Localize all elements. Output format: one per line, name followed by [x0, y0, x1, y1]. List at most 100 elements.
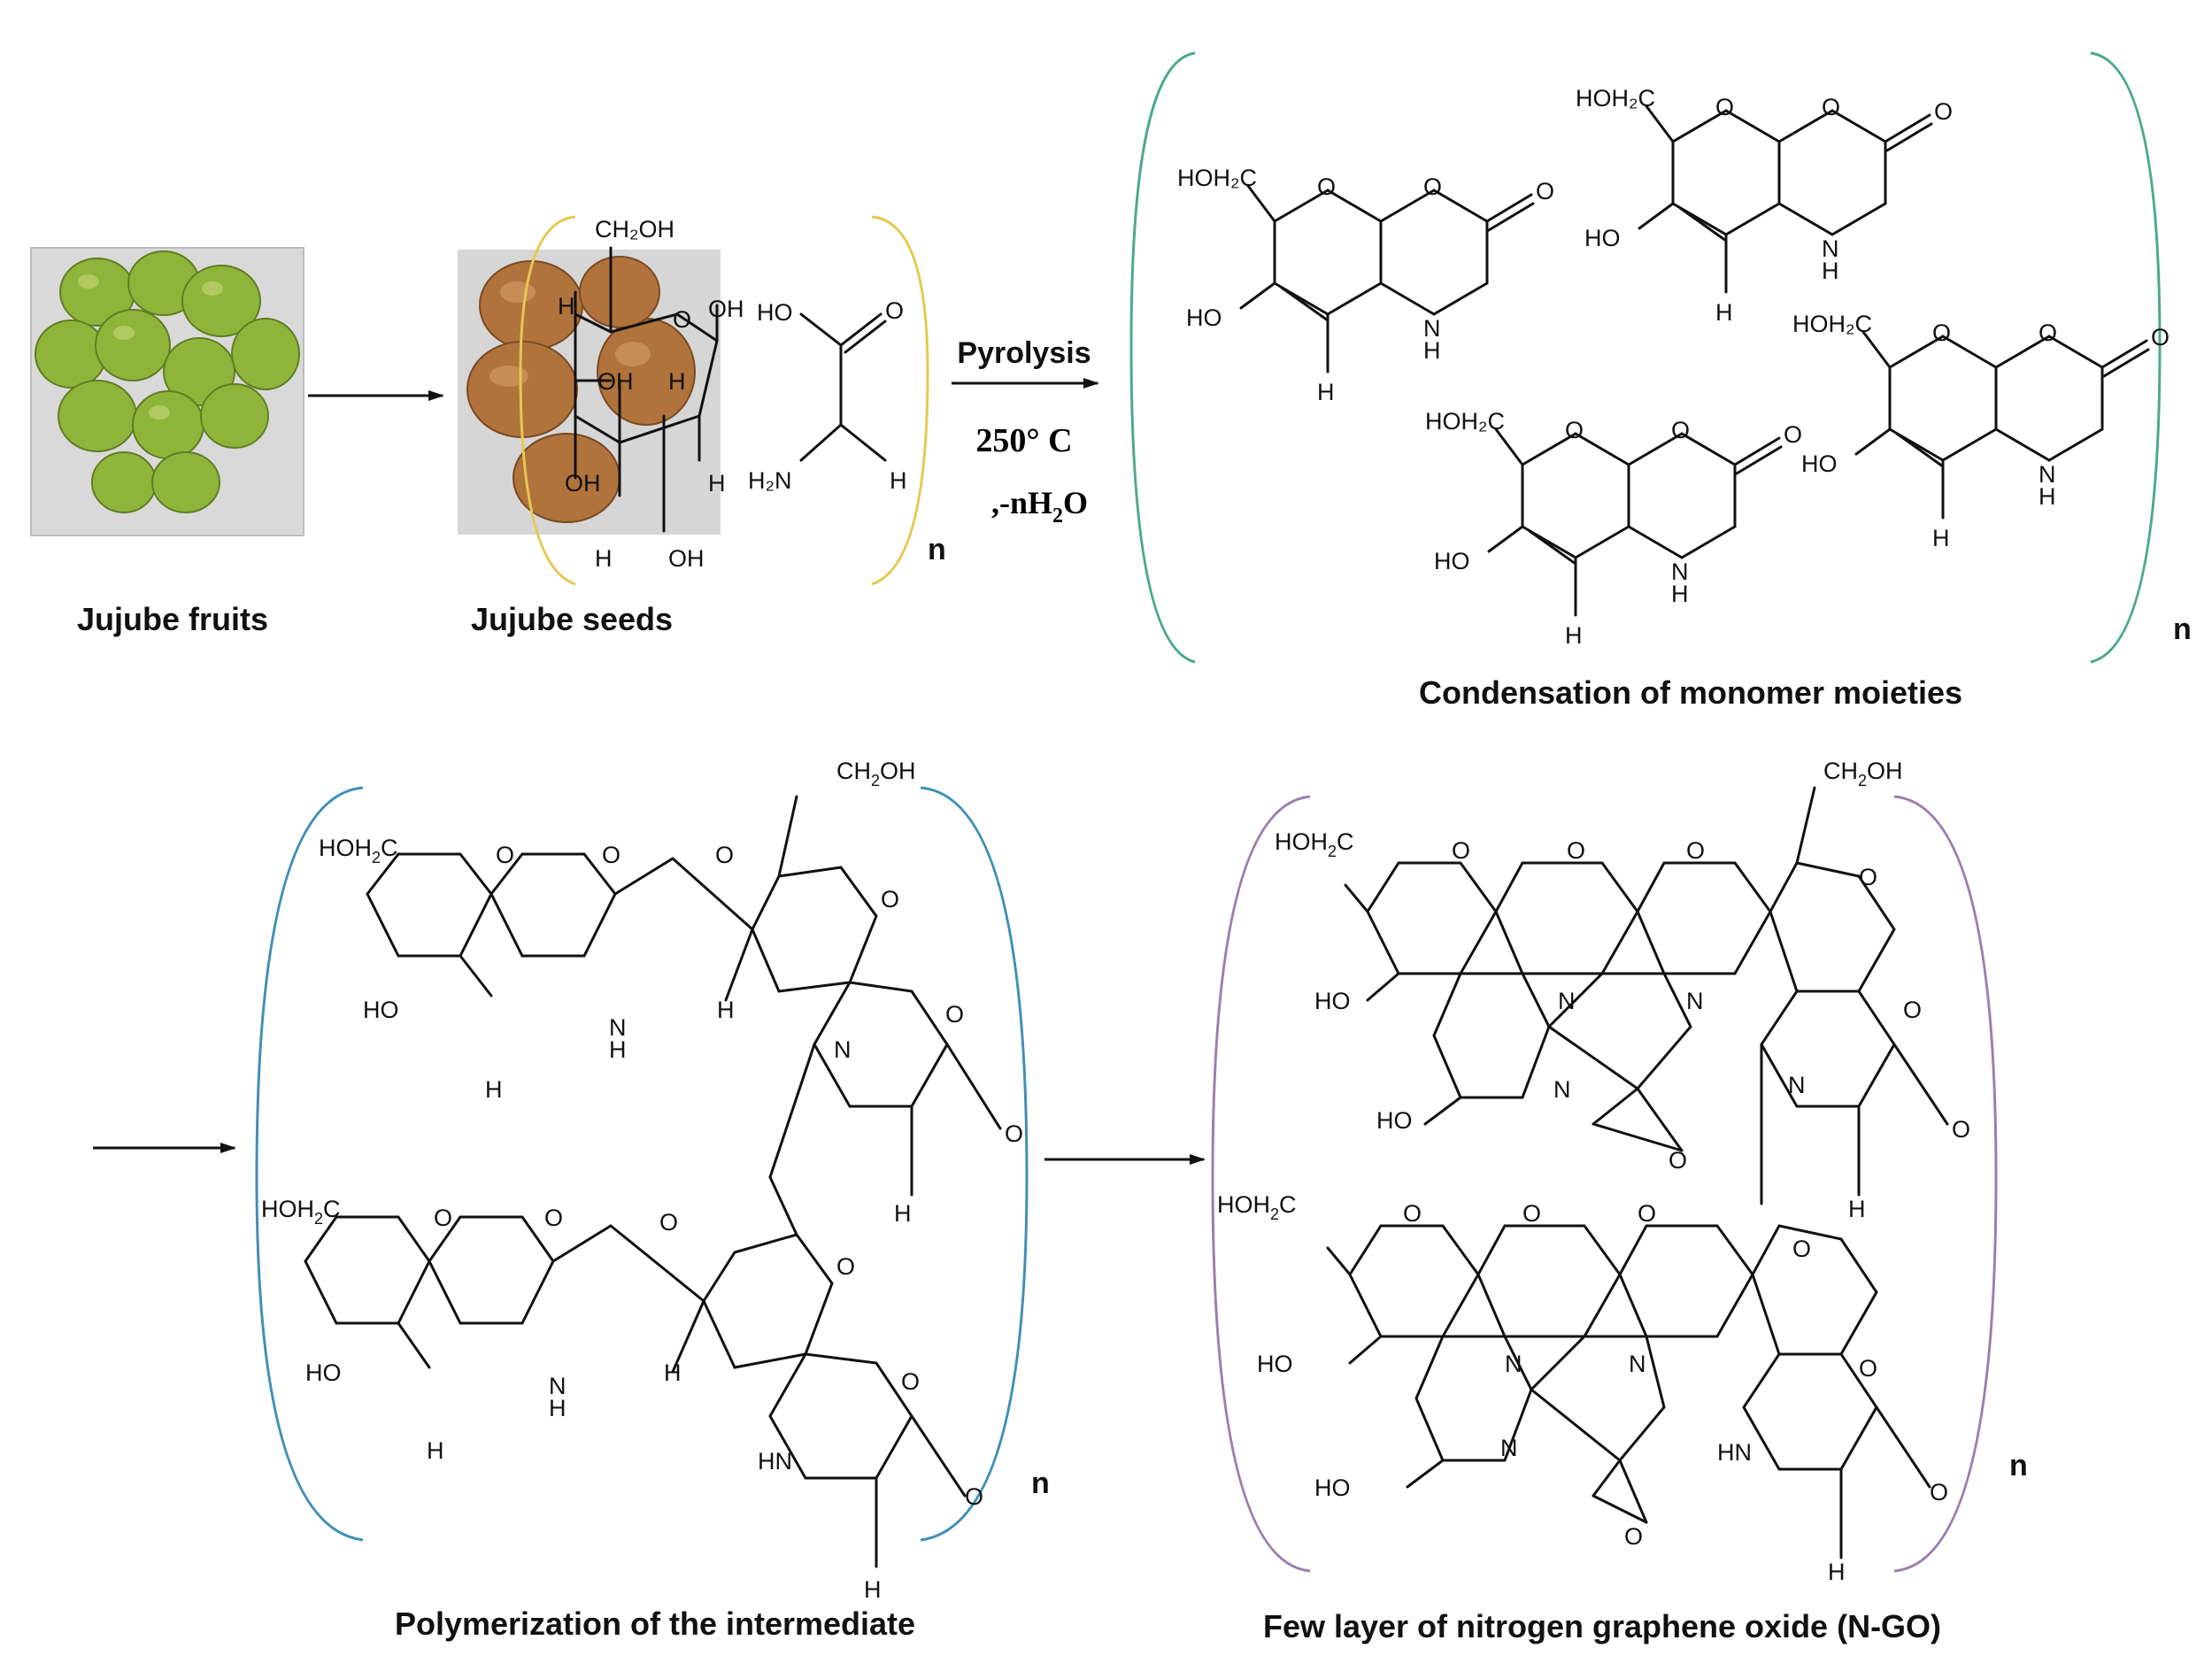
svg-text:CH2OH: CH2OH [1823, 758, 1903, 789]
glucose-h-3: H [708, 470, 726, 497]
monomer-hoh2c: HOH₂C [1792, 311, 1872, 337]
svg-text:O: O [496, 842, 514, 868]
svg-text:H: H [717, 997, 735, 1023]
monomer-h: H [1715, 299, 1733, 326]
monomer-h: H [1565, 622, 1583, 649]
svg-text:HN: HN [1717, 1439, 1752, 1466]
svg-text:O: O [1686, 837, 1705, 864]
svg-text:O: O [1792, 1236, 1811, 1262]
glucose-structure [574, 246, 719, 533]
svg-text:H: H [864, 1576, 882, 1603]
ngo-caption: Few layer of nitrogen graphene oxide (N-… [1263, 1608, 1941, 1644]
svg-text:O: O [1669, 1147, 1687, 1174]
svg-text:H: H [427, 1437, 444, 1464]
svg-text:HO: HO [363, 997, 399, 1023]
glycine-o: O [885, 297, 904, 324]
svg-text:O: O [434, 1205, 452, 1231]
svg-text:N: N [549, 1373, 566, 1399]
svg-text:O: O [1903, 997, 1922, 1023]
monomer-ring-o-1: O [1715, 94, 1734, 120]
jujube-seeds-photo [458, 250, 721, 535]
svg-text:H: H [1848, 1196, 1866, 1222]
monomer-ho: HO [1186, 304, 1222, 331]
bracket-right-purple [1893, 795, 1998, 1573]
svg-text:O: O [836, 1253, 855, 1280]
svg-text:H: H [485, 1076, 503, 1103]
svg-text:HO: HO [1257, 1351, 1293, 1377]
svg-text:N: N [1500, 1435, 1518, 1461]
glycine-structure [799, 312, 887, 462]
bracket-right-blue [920, 786, 1029, 1542]
svg-text:O: O [1638, 1200, 1656, 1227]
temperature-label: 250° C [975, 422, 1072, 459]
svg-text:N: N [1629, 1351, 1646, 1377]
glucose-oh-4: OH [668, 545, 705, 572]
glucose-oh-2: OH [597, 368, 634, 395]
polymerization-caption: Polymerization of the intermediate [395, 1606, 915, 1642]
glucose-ch2oh: CH₂OH [595, 216, 674, 243]
monomer-ho: HO [1434, 548, 1470, 574]
monomer-ring-o-1: O [1565, 417, 1584, 443]
svg-text:CH2OH: CH2OH [836, 758, 916, 789]
svg-text:HO: HO [1314, 988, 1351, 1014]
monomer-ho: HO [1584, 225, 1621, 251]
glucose-ring-o: O [673, 306, 691, 333]
monomer-nh-h: H [1423, 337, 1441, 364]
svg-text:H: H [1828, 1559, 1846, 1585]
monomer-ho: HO [1801, 450, 1838, 477]
glucose-h-2: H [668, 368, 686, 395]
monomer-hoh2c: HOH₂C [1576, 85, 1655, 112]
svg-text:HOH2C: HOH2C [1217, 1191, 1297, 1223]
bracket-right-yellow [871, 215, 929, 586]
svg-text:N: N [609, 1014, 627, 1041]
svg-text:O: O [1403, 1200, 1422, 1227]
monomer-carbonyl-o: O [1934, 98, 1953, 125]
svg-text:O: O [1859, 864, 1877, 890]
repeat-n-monomer: n [2173, 612, 2192, 646]
monomer-carbonyl-o: O [2151, 324, 2170, 350]
water-loss-label: ,-nH2O [991, 485, 1088, 527]
glucose-h-4: H [595, 545, 613, 572]
repeat-n-glycine: n [928, 533, 946, 566]
svg-text:O: O [544, 1205, 563, 1231]
svg-text:O: O [1952, 1116, 1970, 1143]
monomer-n: N [1671, 558, 1689, 585]
bracket-left-yellow [519, 215, 576, 586]
monomer-nh-h: H [1671, 581, 1689, 607]
condensation-caption: Condensation of monomer moieties [1419, 674, 1962, 711]
svg-text:O: O [1452, 837, 1470, 864]
glycine-h: H [890, 467, 907, 494]
svg-text:O: O [881, 886, 899, 913]
svg-text:O: O [715, 842, 734, 868]
monomer-hoh2c: HOH₂C [1425, 408, 1505, 435]
monomer-ring-o-1: O [1932, 320, 1951, 346]
svg-text:H: H [549, 1395, 566, 1421]
monomer-ring-o-2: O [2039, 320, 2057, 346]
monomer-hoh2c: HOH₂C [1177, 165, 1257, 191]
svg-text:N: N [1788, 1072, 1806, 1098]
svg-text:HOH2C: HOH2C [319, 835, 398, 866]
svg-text:O: O [901, 1368, 920, 1395]
glycine-h2n: H₂N [748, 467, 791, 494]
svg-text:HN: HN [758, 1448, 792, 1475]
glucose-oh-3: OH [565, 470, 601, 497]
glucose-oh-1: OH [708, 296, 744, 322]
monomer-carbonyl-o: O [1536, 178, 1554, 204]
polymer-structure [304, 795, 1002, 1568]
glycine-ho: HO [757, 299, 793, 326]
repeat-n-polymer: n [1031, 1467, 1050, 1500]
svg-text:O: O [1624, 1523, 1643, 1550]
monomer-h: H [1317, 379, 1335, 405]
repeat-n-ngo: n [2009, 1449, 2028, 1482]
svg-text:O: O [965, 1483, 983, 1510]
svg-text:H: H [609, 1036, 627, 1063]
svg-text:N: N [1505, 1351, 1522, 1377]
svg-text:O: O [1005, 1120, 1023, 1147]
monomer-h: H [1932, 525, 1950, 551]
monomer-nh-h: H [2039, 483, 2056, 510]
